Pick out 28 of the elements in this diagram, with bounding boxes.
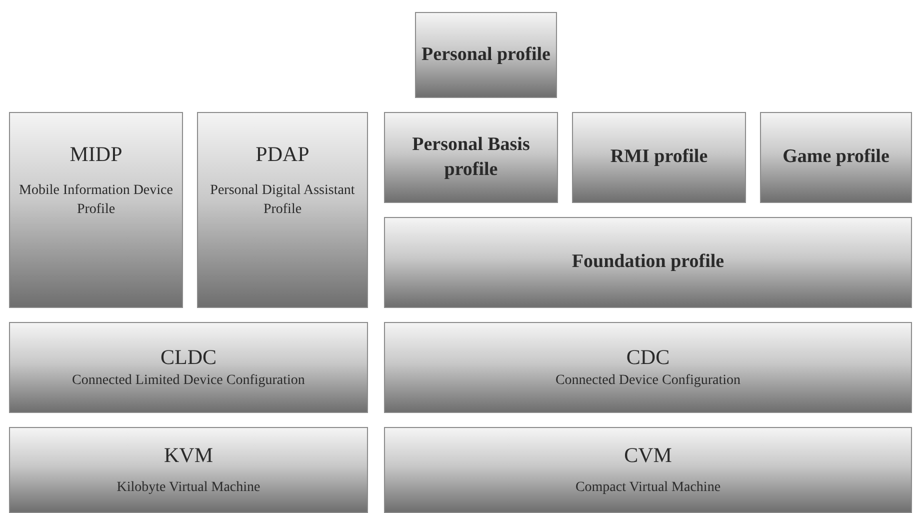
- layer-title: Foundation profile: [572, 250, 724, 274]
- layer-title: CDC: [626, 344, 670, 372]
- layer-title: RMI profile: [610, 145, 708, 170]
- layer-title: CLDC: [160, 344, 216, 372]
- layer-description: Personal Digital Assistant Profile: [209, 182, 356, 220]
- layer-description: Connected Limited Device Configuration: [72, 372, 305, 390]
- layer-description: Compact Virtual Machine: [575, 479, 721, 498]
- layer-box: [760, 112, 912, 203]
- layer-box: [197, 112, 368, 308]
- layer-description: Connected Device Configuration: [555, 372, 741, 390]
- layer-title: CVM: [624, 442, 672, 469]
- layer-title: KVM: [164, 442, 213, 469]
- layer-title: Personal Basis profile: [411, 132, 531, 182]
- layer-box: [572, 112, 746, 203]
- layer-box: [415, 12, 557, 98]
- layer-box: [9, 112, 183, 308]
- layer-box: [9, 322, 368, 413]
- layer-title: PDAP: [256, 141, 310, 168]
- layer-box: [384, 112, 558, 203]
- layer-description: Mobile Information Device Profile: [18, 182, 174, 220]
- layer-box: [384, 217, 912, 308]
- layer-title: Game profile: [782, 145, 890, 170]
- layer-title: Personal profile: [422, 42, 550, 67]
- layer-box: [384, 322, 912, 413]
- layer-box: [384, 427, 912, 513]
- layer-title: MIDP: [70, 141, 122, 168]
- layer-box: [9, 427, 368, 513]
- layer-description: Kilobyte Virtual Machine: [116, 479, 260, 498]
